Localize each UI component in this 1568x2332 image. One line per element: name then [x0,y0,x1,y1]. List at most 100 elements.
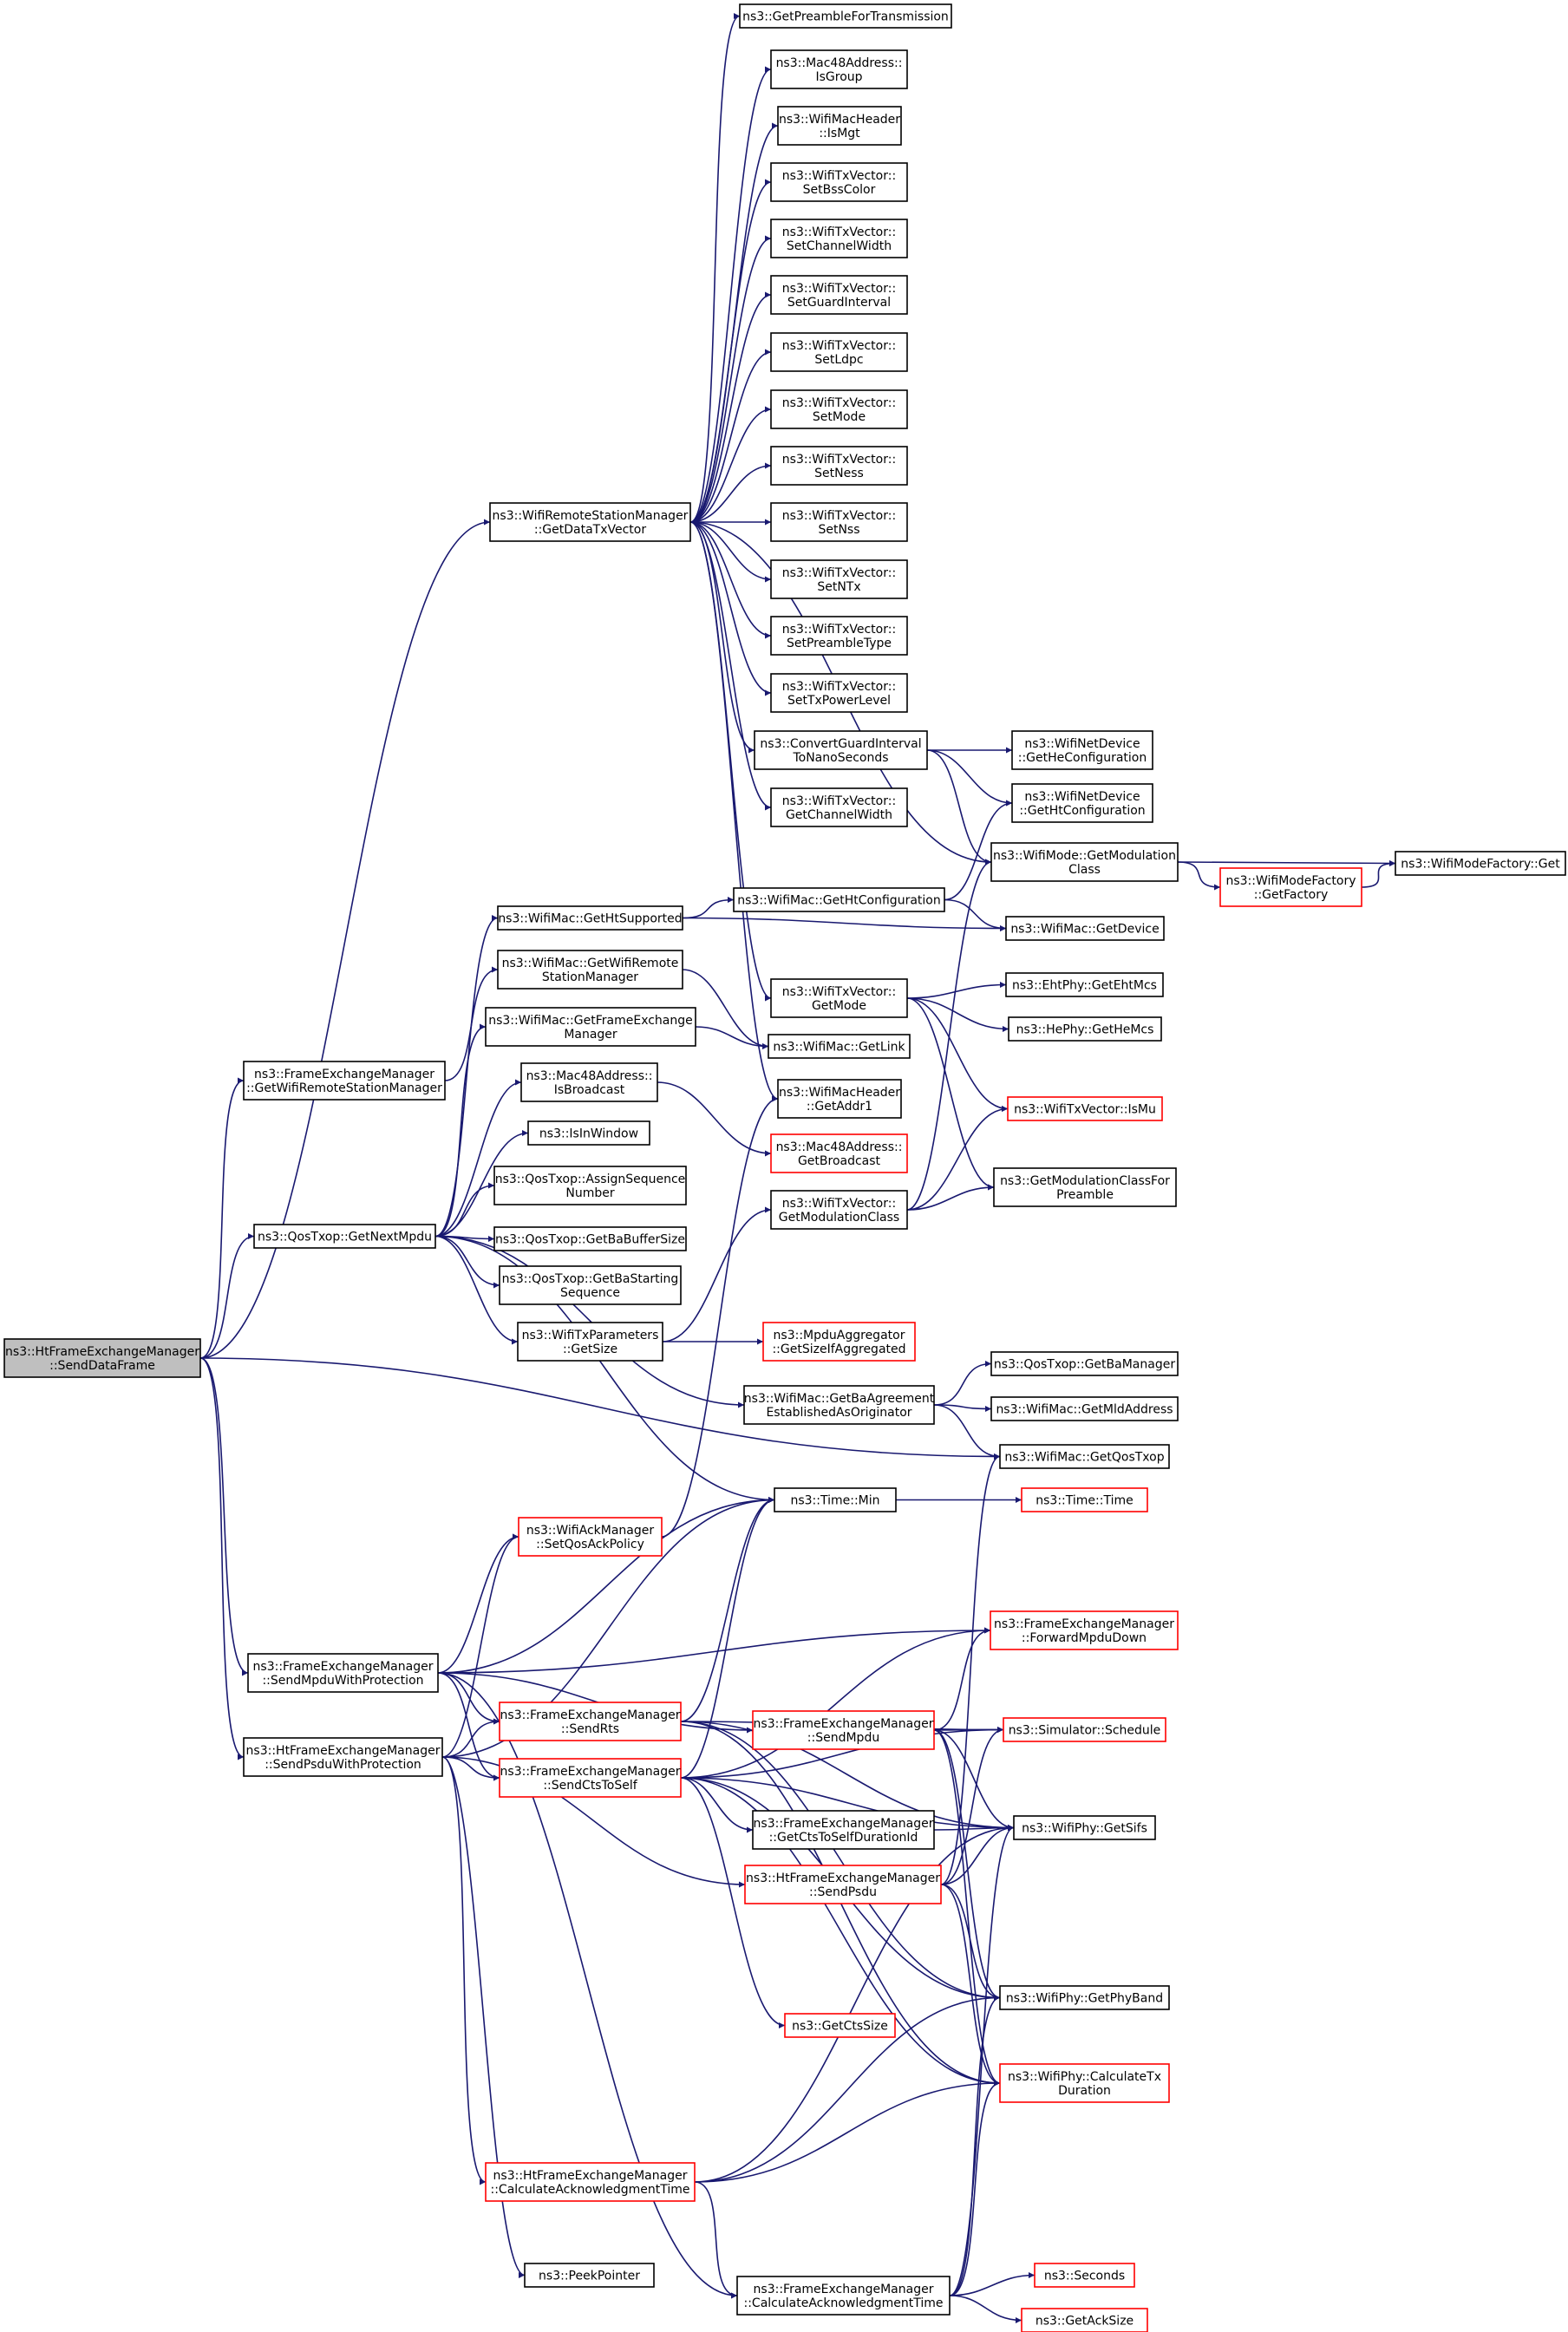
node-label-line: ns3::FrameExchangeManager [994,1617,1174,1631]
node-getHtSupported[interactable]: ns3::WifiMac::GetHtSupported [497,905,683,931]
node-fem_getWifiRemote[interactable]: ns3::FrameExchangeManager::GetWifiRemote… [243,1061,446,1101]
edge-getDataTxVector-to-convertGI [689,521,755,754]
node-getCtsSize[interactable]: ns3::GetCtsSize [784,2013,896,2038]
node-sendDataFrame[interactable]: ns3::HtFrameExchangeManager::SendDataFra… [3,1338,201,1378]
node-getAddr1[interactable]: ns3::WifiMacHeader::GetAddr1 [777,1079,902,1119]
node-label-line: ns3::WifiTxVector:: [782,169,896,183]
node-sendPsduWithProtection[interactable]: ns3::HtFrameExchangeManager::SendPsduWit… [243,1737,443,1777]
edge-getDataTxVector-to-setMode [689,406,772,523]
node-timeMin[interactable]: ns3::Time::Min [774,1487,897,1512]
node-setLdpc[interactable]: ns3::WifiTxVector::SetLdpc [770,332,908,372]
node-getSizeIfAggregated[interactable]: ns3::MpduAggregator::GetSizeIfAggregated [762,1322,916,1362]
node-box [752,1810,935,1850]
node-isBroadcast[interactable]: ns3::Mac48Address::IsBroadcast [520,1062,658,1102]
node-macGetHtConfiguration[interactable]: ns3::WifiMac::GetHtConfiguration [733,887,945,912]
node-getBroadcast[interactable]: ns3::Mac48Address::GetBroadcast [770,1133,908,1173]
node-label-line: ::SendRts [561,1722,619,1736]
node-label-line: ::SendCtsToSelf [543,1779,637,1793]
node-sendRts[interactable]: ns3::FrameExchangeManager::SendRts [499,1702,682,1741]
node-label-line: ns3::WifiMacHeader [779,113,900,127]
node-setNss[interactable]: ns3::WifiTxVector::SetNss [770,502,908,542]
node-getChannelWidth[interactable]: ns3::WifiTxVector::GetChannelWidth [770,787,908,827]
node-txvGetMode[interactable]: ns3::WifiTxVector::GetMode [770,978,908,1018]
node-htCalcAckTime[interactable]: ns3::HtFrameExchangeManager::CalculateAc… [485,2162,696,2202]
node-getBaBufferSize[interactable]: ns3::QosTxop::GetBaBufferSize [493,1226,687,1251]
node-getDevice[interactable]: ns3::WifiMac::GetDevice [1005,916,1165,941]
node-label-line: ns3::WifiTxVector:: [782,509,896,523]
node-schedule[interactable]: ns3::Simulator::Schedule [1003,1717,1166,1742]
node-timeTime[interactable]: ns3::Time::Time [1021,1487,1148,1512]
node-setGuardInterval[interactable]: ns3::WifiTxVector::SetGuardInterval [770,275,908,315]
node-label-line: ns3::WifiTxVector:: [782,282,896,296]
node-box [497,905,683,931]
node-setPreambleType[interactable]: ns3::WifiTxVector::SetPreambleType [770,616,908,656]
node-getAckSize[interactable]: ns3::GetAckSize [1021,2308,1148,2332]
node-getSifs[interactable]: ns3::WifiPhy::GetSifs [1013,1815,1156,1840]
node-label-line: ns3::Time::Time [1036,1494,1133,1508]
node-factoryGet[interactable]: ns3::WifiModeFactory::Get [1395,851,1566,876]
edge-getHtSupported-to-macGetHtConfiguration [682,897,735,919]
node-seconds[interactable]: ns3::Seconds [1034,2263,1135,2288]
node-isGroup[interactable]: ns3::Mac48Address::IsGroup [770,49,908,89]
node-setQosAckPolicy[interactable]: ns3::WifiAckManager::SetQosAckPolicy [518,1517,663,1557]
node-label-line: ns3::WifiTxVector:: [782,985,896,999]
node-label-line: ns3::WifiTxVector:: [782,339,896,353]
edge-getNextMpdu-to-getHtSupported [434,915,499,1238]
edge-getDataTxVector-to-getPreamble [689,13,741,523]
node-getPreamble[interactable]: ns3::GetPreambleForTransmission [739,3,952,29]
node-getNextMpdu[interactable]: ns3::QosTxop::GetNextMpdu [253,1224,436,1249]
node-isMu[interactable]: ns3::WifiTxVector::IsMu [1007,1096,1163,1121]
node-setTxPowerLevel[interactable]: ns3::WifiTxVector::SetTxPowerLevel [770,673,908,713]
node-getEhtMcs[interactable]: ns3::EhtPhy::GetEhtMcs [1005,972,1164,997]
node-setNTx[interactable]: ns3::WifiTxVector::SetNTx [770,559,908,599]
node-sendCtsToSelf[interactable]: ns3::FrameExchangeManager::SendCtsToSelf [499,1758,682,1798]
node-netDevGetHtConfiguration[interactable]: ns3::WifiNetDevice::GetHtConfiguration [1011,783,1153,823]
node-sendMpduWithProtection[interactable]: ns3::FrameExchangeManager::SendMpduWithP… [247,1653,439,1693]
node-htSendPsdu[interactable]: ns3::HtFrameExchangeManager::SendPsdu [744,1865,942,1904]
node-setNess[interactable]: ns3::WifiTxVector::SetNess [770,446,908,486]
node-femCalcAckTime[interactable]: ns3::FrameExchangeManager::CalculateAckn… [736,2276,951,2316]
node-setBssColor[interactable]: ns3::WifiTxVector::SetBssColor [770,162,908,202]
node-macGetWifiRemote[interactable]: ns3::WifiMac::GetWifiRemoteStationManage… [497,950,683,990]
node-label-line: Manager [564,1028,617,1042]
node-getBaManager[interactable]: ns3::QosTxop::GetBaManager [990,1351,1179,1376]
node-label-line: ns3::WifiNetDevice [1024,737,1140,751]
node-modeGetModulationClass[interactable]: ns3::WifiMode::GetModulationClass [990,842,1179,882]
node-label-line: ::GetHeConfiguration [1018,751,1147,765]
node-forwardMpduDown[interactable]: ns3::FrameExchangeManager::ForwardMpduDo… [990,1610,1179,1650]
node-box [993,1167,1177,1207]
edge-sendCtsToSelf-to-schedule [680,1727,1004,1779]
node-getCtsToSelfDurationId[interactable]: ns3::FrameExchangeManager::GetCtsToSelfD… [752,1810,935,1850]
node-getLink[interactable]: ns3::WifiMac::GetLink [768,1034,911,1059]
node-box [990,1396,1179,1421]
node-getPhyBand[interactable]: ns3::WifiPhy::GetPhyBand [999,1985,1170,2010]
node-label-line: ns3::GetPreambleForTransmission [742,10,949,24]
node-getHeConfiguration[interactable]: ns3::WifiNetDevice::GetHeConfiguration [1011,730,1153,770]
node-isInWindow[interactable]: ns3::IsInWindow [527,1120,650,1146]
node-label-line: ::GetWifiRemoteStationManager [246,1081,442,1095]
node-getBaAgreement[interactable]: ns3::WifiMac::GetBaAgreementEstablishedA… [743,1385,935,1425]
node-setChannelWidth[interactable]: ns3::WifiTxVector::SetChannelWidth [770,219,908,258]
node-femSendMpdu[interactable]: ns3::FrameExchangeManager::SendMpdu [752,1710,935,1750]
node-label-line: ns3::WifiTxVector:: [782,396,896,410]
node-label-line: ns3::WifiRemoteStationManager [493,509,689,523]
node-getHeMcs[interactable]: ns3::HePhy::GetHeMcs [1008,1016,1162,1042]
node-getMldAddress[interactable]: ns3::WifiMac::GetMldAddress [990,1396,1179,1421]
node-getFactory[interactable]: ns3::WifiModeFactory::GetFactory [1219,867,1362,907]
node-setMode[interactable]: ns3::WifiTxVector::SetMode [770,389,908,429]
node-getDataTxVector[interactable]: ns3::WifiRemoteStationManager::GetDataTx… [489,502,691,542]
node-label-line: SetBssColor [803,183,876,197]
node-isMgt[interactable]: ns3::WifiMacHeader::IsMgt [777,106,902,146]
node-label-line: ns3::Simulator::Schedule [1009,1724,1161,1738]
node-getQosTxop[interactable]: ns3::WifiMac::GetQosTxop [999,1444,1170,1469]
node-peekPointer[interactable]: ns3::PeekPointer [524,2263,655,2288]
node-txParamsGetSize[interactable]: ns3::WifiTxParameters::GetSize [517,1322,663,1362]
node-label-line: ns3::QosTxop::GetBaStarting [502,1272,679,1286]
node-txvGetModulationClass[interactable]: ns3::WifiTxVector::GetModulationClass [770,1190,908,1230]
